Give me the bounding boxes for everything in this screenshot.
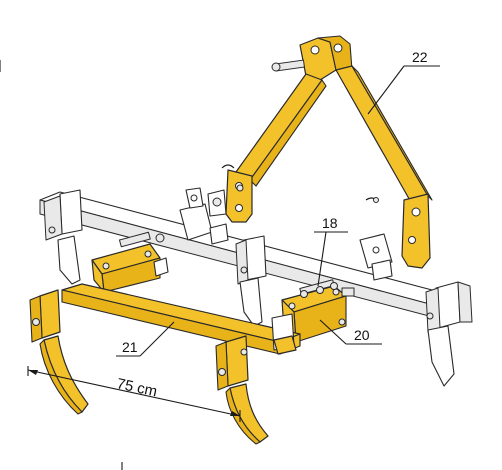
callout-21: 21: [116, 321, 175, 357]
callout-21-label: 21: [122, 339, 138, 355]
callout-22: 22: [367, 49, 440, 115]
callout-20: 20: [319, 319, 382, 345]
hitch-tower: [221, 35, 433, 269]
rear-tine-right: [425, 281, 473, 387]
front-tine-right: [215, 335, 269, 445]
callout-18: 18: [314, 215, 348, 287]
scan-edge-marks: [0, 60, 123, 470]
front-tine-left: [29, 289, 89, 415]
callout-20-label: 20: [354, 327, 370, 343]
rear-tine-center: [235, 235, 267, 327]
callout-18-label: 18: [322, 215, 338, 231]
rear-tine-left: [43, 189, 83, 285]
carrier-beam-21: [61, 283, 301, 355]
bolt-set-18: [299, 279, 355, 298]
callout-22-label: 22: [412, 49, 428, 65]
spacing-dimension-label: 75 cm: [115, 375, 159, 400]
rear-brackets: [179, 187, 393, 281]
left-clamp-bracket: [91, 231, 169, 293]
mid-tine-mount: [271, 313, 297, 355]
